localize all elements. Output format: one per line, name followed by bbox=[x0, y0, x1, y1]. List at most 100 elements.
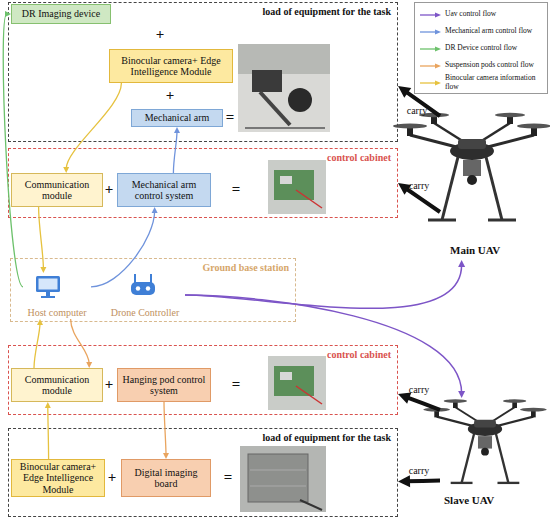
legend-text: DR Device control flow bbox=[445, 44, 517, 52]
operator-symbol: + bbox=[105, 377, 114, 392]
edge-label: carry bbox=[409, 181, 430, 191]
curved-connector bbox=[71, 319, 90, 364]
node-text: Mechanical arm control system bbox=[121, 179, 207, 202]
legend-item: Suspension pods control flow bbox=[419, 57, 543, 74]
operator-symbol: = bbox=[232, 182, 241, 197]
photo-wall bbox=[238, 44, 330, 74]
node-text: Communication module bbox=[15, 179, 99, 202]
task-load-group: load of equipment for the task DR Imaging… bbox=[8, 2, 398, 142]
device-box: Digital imaging board bbox=[121, 459, 211, 497]
node-text: Communication module bbox=[15, 374, 99, 397]
module-box: Communication module bbox=[11, 173, 103, 207]
arrow-head bbox=[458, 391, 465, 398]
sample-arrow-head bbox=[435, 29, 441, 34]
device-box: DR Imaging device bbox=[11, 4, 111, 24]
arrow-head bbox=[398, 86, 411, 98]
sample-arrow-head bbox=[435, 12, 441, 17]
photo-cable bbox=[300, 500, 322, 510]
photo-board bbox=[274, 170, 314, 200]
node-text: Drone Controller bbox=[105, 307, 185, 318]
sample-line bbox=[420, 65, 436, 66]
carry-arrow bbox=[405, 479, 440, 484]
group-heading: load of equipment for the task bbox=[263, 432, 391, 443]
photo-board bbox=[274, 366, 314, 396]
monitor-icon bbox=[36, 276, 60, 298]
curved-connector bbox=[3, 14, 23, 287]
antenna bbox=[150, 274, 152, 283]
curved-connector bbox=[173, 131, 177, 173]
antenna bbox=[134, 274, 136, 283]
photo-line bbox=[250, 486, 306, 487]
carry-arrow bbox=[404, 187, 440, 212]
controller-body bbox=[131, 282, 155, 295]
connector bbox=[63, 83, 121, 173]
edge-label: carry bbox=[409, 385, 430, 395]
operator-symbol: = bbox=[226, 110, 235, 125]
node-text: Binocular camera+ Edge Intelligence Modu… bbox=[15, 461, 101, 496]
uav-node: Main UAV bbox=[440, 100, 548, 260]
photo-wire bbox=[296, 190, 322, 208]
module-box: Hanging pod control system bbox=[117, 368, 211, 402]
connector bbox=[185, 295, 465, 398]
connector bbox=[163, 402, 169, 459]
photo-chip bbox=[280, 176, 292, 184]
photo-camera bbox=[288, 88, 312, 112]
node-text: Binocular camera+ Edge Intelligence Modu… bbox=[113, 55, 229, 78]
operator-symbol: + bbox=[105, 182, 114, 197]
sample-line bbox=[420, 82, 436, 83]
legend-line-sample bbox=[419, 28, 441, 36]
group-heading: load of equipment for the task bbox=[263, 6, 391, 17]
photo-device bbox=[252, 70, 282, 92]
photo-background bbox=[240, 446, 326, 512]
operator-symbol: + bbox=[166, 88, 175, 103]
controller-icon bbox=[131, 274, 155, 295]
curved-connector bbox=[66, 83, 121, 169]
photo-background bbox=[268, 356, 326, 410]
connector bbox=[39, 207, 47, 273]
legend-text: Suspension pods control flow bbox=[445, 61, 534, 69]
sample-arrow-head bbox=[435, 46, 441, 51]
node-text: Mechanical arm bbox=[145, 112, 210, 124]
cabinet-photo bbox=[268, 356, 326, 410]
curved-connector bbox=[39, 207, 44, 269]
monitor-stand bbox=[46, 292, 50, 296]
node-text: Slave UAV bbox=[444, 494, 494, 506]
photo-board bbox=[248, 454, 308, 502]
control-cabinet-group: control cabinetCommunication moduleMecha… bbox=[8, 148, 398, 218]
photo-frame bbox=[245, 127, 325, 129]
arrow-head bbox=[45, 402, 51, 408]
carry-arrow bbox=[404, 90, 440, 116]
equipment-photo bbox=[238, 44, 330, 132]
connector bbox=[173, 127, 180, 173]
module-box: Mechanical arm control system bbox=[117, 173, 211, 207]
arrow-head bbox=[174, 127, 180, 133]
monitor-screen bbox=[39, 279, 58, 290]
device-box: Binocular camera+ Edge Intelligence Modu… bbox=[11, 459, 105, 497]
imaging-board-photo bbox=[240, 446, 326, 512]
host-computer-node: Host computer bbox=[23, 273, 91, 319]
edge-label: carry bbox=[409, 466, 430, 476]
ground-station-group: Ground base stationHost computerDrone Co… bbox=[10, 258, 296, 322]
monitor-frame bbox=[36, 276, 60, 292]
photo-background bbox=[268, 160, 326, 214]
arrow-head bbox=[37, 319, 43, 325]
legend-text: Uav control flow bbox=[445, 10, 496, 18]
legend-line-sample bbox=[419, 79, 441, 87]
node-text: DR Imaging device bbox=[22, 8, 100, 20]
operator-symbol: + bbox=[108, 470, 117, 485]
connector bbox=[398, 393, 440, 410]
monitor-base bbox=[41, 296, 55, 298]
legend-text: Binocular camera information flow bbox=[445, 74, 543, 91]
photo-arm bbox=[260, 92, 290, 125]
operator-symbol: + bbox=[156, 27, 165, 42]
main-drone bbox=[393, 113, 550, 220]
arrow-head bbox=[152, 207, 158, 213]
connector bbox=[398, 475, 440, 487]
legend-item: Mechanical arm control flow bbox=[419, 23, 543, 40]
photo-line bbox=[250, 470, 306, 471]
connector bbox=[34, 319, 43, 368]
photo-wire bbox=[296, 386, 322, 404]
legend-line-sample bbox=[419, 62, 441, 70]
sample-line bbox=[420, 14, 436, 15]
